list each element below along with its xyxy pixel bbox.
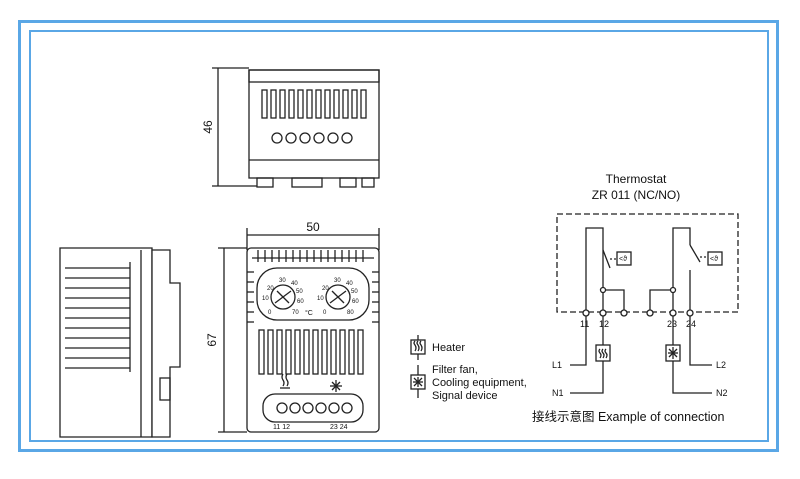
dial-left-50: 50 bbox=[296, 289, 303, 295]
legend-fan-label-2: Cooling equipment, bbox=[432, 377, 527, 389]
front-terminal-label-left: 11 12 bbox=[273, 424, 290, 431]
wiring-terminal-12 bbox=[599, 309, 607, 317]
front-side-ribs bbox=[247, 271, 379, 323]
dial-left-10: 10 bbox=[262, 296, 269, 302]
side-view bbox=[59, 247, 181, 438]
right-thermo-icon bbox=[707, 251, 723, 266]
wiring-title-2: ZR 011 (NC/NO) bbox=[592, 188, 680, 202]
dial-right-50: 50 bbox=[351, 289, 358, 295]
dial-right-40: 40 bbox=[346, 281, 353, 287]
wiring-label-N1: N1 bbox=[552, 388, 564, 398]
wiring-label-11: 11 bbox=[580, 319, 589, 329]
dial-right-0: 0 bbox=[323, 310, 327, 316]
wiring-label-L2: L2 bbox=[716, 360, 726, 370]
contact-nc-line bbox=[585, 227, 604, 313]
outer-frame bbox=[18, 20, 779, 452]
top-view-vents bbox=[261, 89, 367, 119]
front-terminal-strip bbox=[262, 393, 364, 423]
svg-text:<ϑ: <ϑ bbox=[619, 256, 627, 263]
top-view-lid bbox=[248, 69, 380, 83]
wiring-label-N2: N2 bbox=[716, 388, 728, 398]
top-view-body bbox=[248, 69, 380, 179]
side-view-ribs bbox=[65, 267, 130, 369]
front-view: 50 67 bbox=[205, 220, 380, 433]
dial-right[interactable] bbox=[325, 284, 351, 310]
dial-left-0: 0 bbox=[268, 310, 272, 316]
wiring-caption: 接线示意图 Example of connection bbox=[532, 409, 724, 424]
wiring-terminal-24 bbox=[686, 309, 694, 317]
side-view-din-rail-clip bbox=[151, 249, 181, 438]
dial-left[interactable] bbox=[270, 284, 296, 310]
dial-unit: °C bbox=[305, 309, 313, 317]
wire-l1 bbox=[570, 316, 587, 366]
dim-label-67: 67 bbox=[205, 333, 219, 347]
inner-frame bbox=[29, 30, 769, 442]
front-terminal-label-right: 23 24 bbox=[330, 424, 348, 431]
legend-heater-label: Heater bbox=[432, 342, 465, 354]
front-terminals bbox=[276, 402, 353, 414]
dial-right-10: 10 bbox=[317, 296, 324, 302]
front-vents bbox=[258, 329, 364, 375]
legend: Heater Filter fan, Cooling equipment, Si… bbox=[410, 335, 527, 402]
left-thermo-icon bbox=[616, 251, 632, 266]
dial-panel bbox=[256, 267, 370, 321]
dial-right-80: 80 bbox=[347, 310, 354, 316]
dial-right-60: 60 bbox=[352, 299, 359, 305]
front-top-grill bbox=[257, 250, 364, 262]
dim-label-50: 50 bbox=[306, 220, 320, 234]
svg-text:<ϑ: <ϑ bbox=[710, 256, 718, 263]
wiring-label-12: 12 bbox=[599, 319, 609, 329]
contact-no-switch bbox=[689, 244, 701, 263]
dial-left-30: 30 bbox=[279, 278, 286, 284]
wiring-title-1: Thermostat bbox=[606, 172, 667, 186]
wiring-diagram: Thermostat ZR 011 (NC/NO) <ϑ <ϑ 11 12 23… bbox=[532, 172, 739, 424]
front-fan-icon bbox=[330, 380, 342, 392]
dial-right-30: 30 bbox=[334, 278, 341, 284]
wiring-terminal-11 bbox=[582, 309, 590, 317]
wire-l2 bbox=[689, 316, 712, 366]
wiring-label-L1: L1 bbox=[552, 360, 562, 370]
legend-fan-label-3: Signal device bbox=[432, 390, 497, 402]
top-view-clips bbox=[256, 177, 375, 188]
dial-left-20: 20 bbox=[267, 286, 274, 292]
contact-nc-switch bbox=[602, 249, 611, 269]
side-view-body bbox=[59, 247, 153, 438]
wiring-terminal-23 bbox=[669, 309, 677, 317]
legend-fan-label-1: Filter fan, bbox=[432, 364, 478, 376]
dial-left-40: 40 bbox=[291, 281, 298, 287]
dial-left-70: 70 bbox=[292, 310, 299, 316]
wire-n1 bbox=[570, 361, 604, 394]
dial-left-60: 60 bbox=[297, 299, 304, 305]
wire-n2 bbox=[672, 361, 712, 394]
wiring-label-23: 23 bbox=[667, 319, 677, 329]
legend-heater-icon bbox=[410, 339, 426, 355]
dim-label-46: 46 bbox=[201, 120, 215, 134]
front-heater-icon bbox=[280, 373, 290, 389]
top-view: 46 bbox=[201, 67, 380, 188]
wiring-label-24: 24 bbox=[686, 319, 696, 329]
dial-right-20: 20 bbox=[322, 286, 329, 292]
top-view-terminals bbox=[271, 132, 353, 144]
